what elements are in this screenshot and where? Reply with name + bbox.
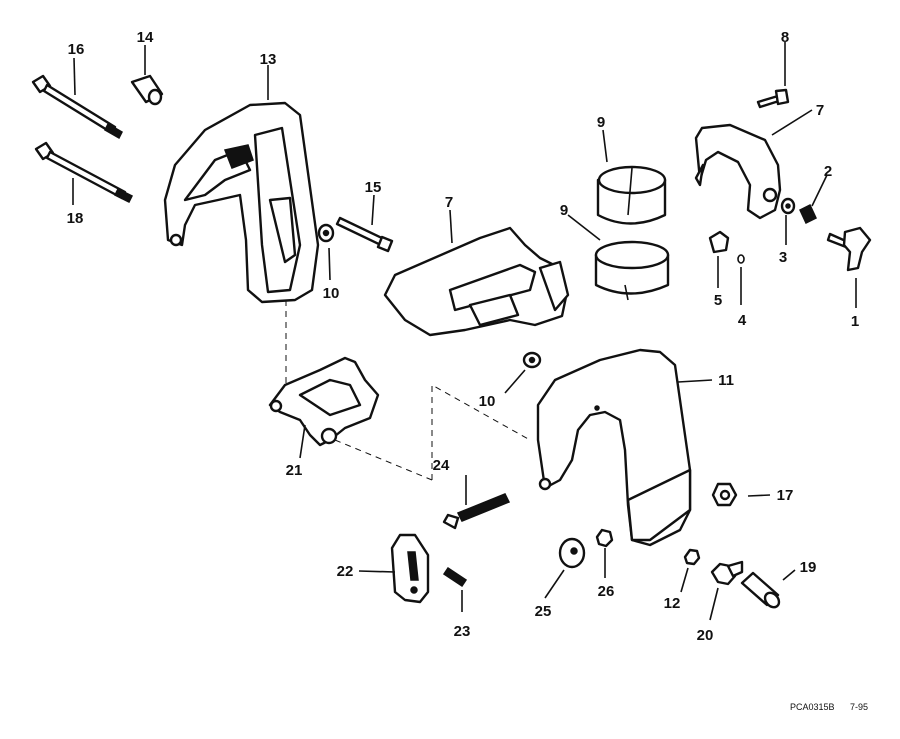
part-7-clamp-half [694,123,782,220]
part-10-washer-middle [522,351,542,369]
callout-7-clamp: 7 [816,102,824,119]
callout-25: 25 [535,603,552,620]
callout-10-upper: 10 [323,285,340,302]
callout-7-housing: 7 [445,194,453,211]
part-22-plate [390,533,430,604]
callout-20: 20 [697,627,714,644]
callout-2: 2 [824,163,832,180]
part-7-swivel-housing [383,226,570,337]
callout-9-lower: 9 [560,202,568,219]
part-11-clamp-bracket [536,348,692,547]
part-1-thumbscrew [826,226,872,272]
callout-10-middle: 10 [479,393,496,410]
part-16-long-bolt [31,74,123,140]
part-14-bushing [130,74,164,106]
part-19-sleeve [740,571,781,609]
part-2-spring [799,203,817,225]
callout-15: 15 [365,179,382,196]
part-5-shoe [708,230,730,254]
guide-line-21-24 [334,439,433,481]
part-23-pin [442,566,468,588]
part-24-stud [442,493,511,530]
callout-19: 19 [800,559,817,576]
callout-8: 8 [781,29,789,46]
figure-code: PCA0315B 7-95 [790,702,868,712]
part-9-bushing-lower [594,240,670,301]
callout-16: 16 [68,41,85,58]
callout-5: 5 [714,292,722,309]
part-26-nut [595,528,614,548]
callout-18: 18 [67,210,84,227]
callout-13: 13 [260,51,277,68]
part-18-long-bolt [34,141,134,204]
callout-numbers: 1 2 3 4 5 7 7 8 9 9 10 10 11 12 13 14 15… [67,29,860,644]
callout-24: 24 [433,457,450,474]
part-17-nut [711,482,738,507]
figure-code-date: 7-95 [850,702,868,712]
callout-23: 23 [454,623,471,640]
part-3-washer [780,197,796,215]
callout-26: 26 [598,583,615,600]
part-20-wing-nut [710,560,744,586]
assembly-guide-lines [285,300,531,481]
part-21-swivel-bracket [268,356,380,447]
callout-22: 22 [337,563,354,580]
callout-9-upper: 9 [597,114,605,131]
callout-11: 11 [718,372,734,389]
callout-4: 4 [738,312,747,329]
part-25-washer [558,537,586,569]
figure-code-id: PCA0315B [790,702,835,712]
part-12-nut [683,548,701,566]
callout-1: 1 [851,313,859,330]
callout-21: 21 [286,462,303,479]
part-10-washer-upper [317,223,335,243]
part-13-clamp-bracket [163,101,320,304]
part-9-bushing-upper [596,165,667,225]
callout-12: 12 [664,595,681,612]
callout-14: 14 [137,29,154,46]
callout-17: 17 [777,487,794,504]
callout-3: 3 [779,249,787,266]
part-15-bolt [335,216,394,253]
part-4-o-ring [737,254,745,264]
leader-lines [72,42,857,621]
guide-line-24-11 [431,384,531,480]
part-8-screw [756,88,790,109]
